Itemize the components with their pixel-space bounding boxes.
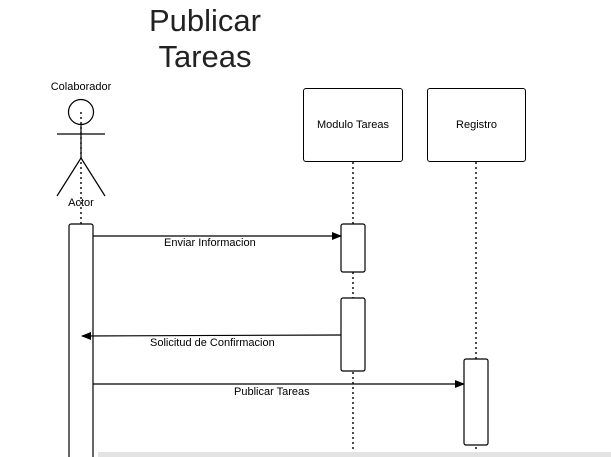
registro-activation-bar bbox=[463, 358, 489, 446]
horizontal-scrollbar[interactable] bbox=[98, 452, 611, 457]
message-label-solicitud-confirmacion: Solicitud de Confirmacion bbox=[150, 337, 275, 349]
modulo-activation-bar-1 bbox=[340, 223, 366, 273]
actor-name-label: Colaborador bbox=[50, 81, 112, 93]
message-label-publicar-tareas: Publicar Tareas bbox=[234, 386, 310, 398]
lifeline-box-modulo-tareas[interactable]: Modulo Tareas bbox=[303, 88, 403, 162]
actor-activation-bar bbox=[68, 223, 94, 457]
actor-role-label: Actor bbox=[68, 197, 94, 209]
lifeline-label-modulo-tareas: Modulo Tareas bbox=[317, 119, 389, 131]
message-arrow-solicitud-confirmacion bbox=[81, 331, 342, 340]
lifeline-label-registro: Registro bbox=[456, 119, 497, 131]
diagram-title: Publicar Tareas bbox=[149, 3, 261, 74]
message-label-enviar-informacion: Enviar Informacion bbox=[164, 237, 256, 249]
lifeline-box-registro[interactable]: Registro bbox=[427, 88, 526, 162]
modulo-activation-bar-2 bbox=[340, 297, 366, 372]
